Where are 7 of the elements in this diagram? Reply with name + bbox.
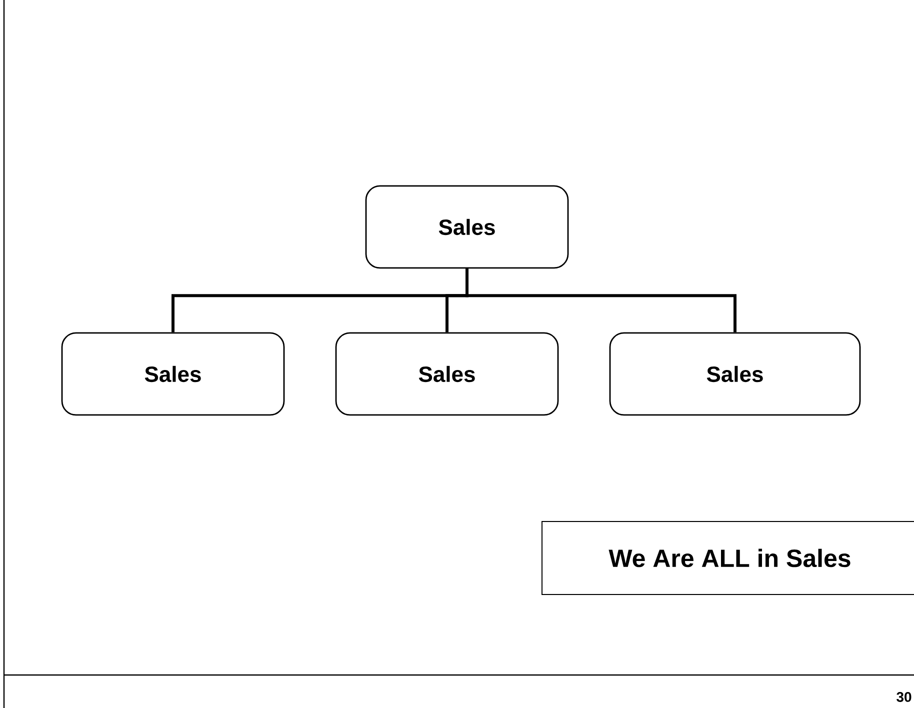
org-box: Sales: [335, 332, 559, 416]
org-box: Sales: [61, 332, 285, 416]
org-box: Sales: [365, 185, 569, 269]
page-number: 30: [896, 692, 912, 702]
caption-box: We Are ALL in Sales: [542, 520, 914, 595]
connector-line: [466, 268, 736, 332]
org-box: Sales: [609, 332, 861, 416]
